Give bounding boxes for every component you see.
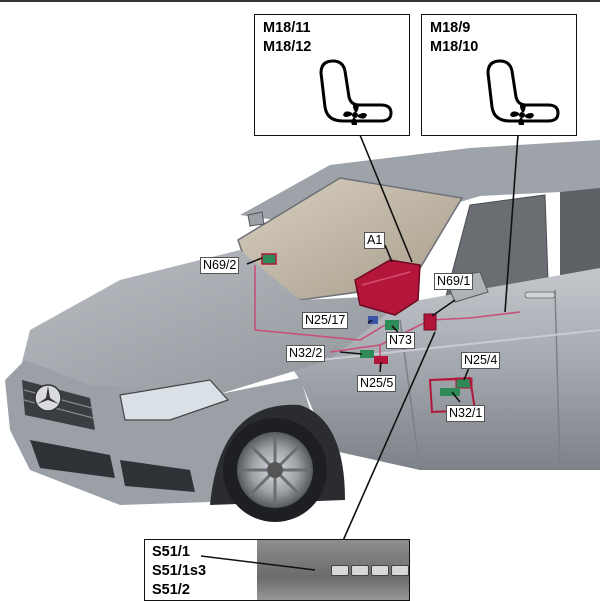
side-window-rear [560, 188, 600, 278]
callout-right-line1: M18/9 [430, 19, 478, 38]
label-n32-2: N32/2 [286, 345, 325, 362]
label-n69-1: N69/1 [434, 273, 473, 290]
label-n32-1: N32/1 [446, 405, 485, 422]
switch-leader-line [145, 540, 410, 601]
seat-fan-icon [313, 57, 397, 125]
label-n25-17: N25/17 [302, 312, 348, 329]
callout-seat-fan-left: M18/11 M18/12 [254, 14, 410, 136]
n73-component [385, 320, 399, 330]
label-a1: A1 [364, 232, 385, 249]
callout-left-line1: M18/11 [263, 19, 311, 38]
label-n73: N73 [386, 332, 415, 349]
seat-fan-icon [480, 57, 564, 125]
label-n25-4: N25/4 [461, 352, 500, 369]
label-n25-5: N25/5 [357, 375, 396, 392]
n69-2-component [262, 254, 276, 264]
label-n69-2: N69/2 [200, 257, 239, 274]
callout-right-line2: M18/10 [430, 38, 478, 57]
n32-2-component [360, 350, 374, 358]
callout-seat-switch: S51/1 S51/1s3 S51/2 [144, 539, 410, 601]
n69-1-component [424, 314, 436, 330]
callout-left-line2: M18/12 [263, 38, 311, 57]
callout-seat-fan-right: M18/9 M18/10 [421, 14, 577, 136]
